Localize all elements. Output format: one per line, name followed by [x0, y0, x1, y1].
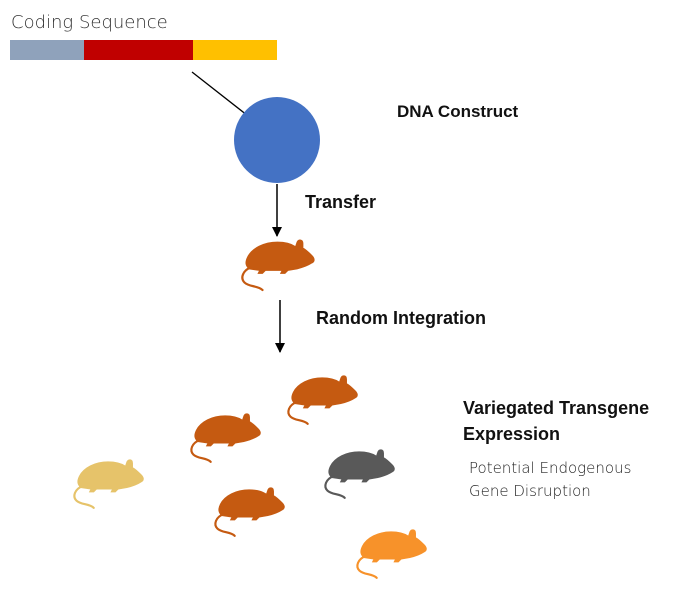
mouse-offspring-orange — [356, 528, 428, 579]
mouse-transferred — [241, 238, 316, 292]
gene-disruption-label-line2: Gene Disruption — [469, 482, 591, 500]
mouse-offspring-grey — [324, 448, 396, 499]
variegated-expression-label-line1: Variegated Transgene — [463, 398, 650, 418]
dna-construct-circle — [234, 97, 320, 183]
coding-segment-1 — [10, 40, 84, 60]
mouse-offspring-bottom — [214, 486, 286, 537]
dna-construct-label: DNA Construct — [397, 102, 519, 121]
random-integration-label: Random Integration — [316, 308, 486, 328]
coding-segment-2 — [84, 40, 193, 60]
mouse-offspring-top-right — [287, 374, 359, 425]
variegated-expression-label-line2: Expression — [463, 424, 561, 444]
coding-segment-3 — [193, 40, 277, 60]
mouse-offspring-light — [73, 458, 145, 509]
transfer-label: Transfer — [305, 192, 377, 212]
coding-sequence-label: Coding Sequence — [11, 12, 168, 33]
mouse-offspring-middle — [190, 412, 262, 463]
gene-disruption-label-line1: Potential Endogenous — [469, 459, 632, 477]
